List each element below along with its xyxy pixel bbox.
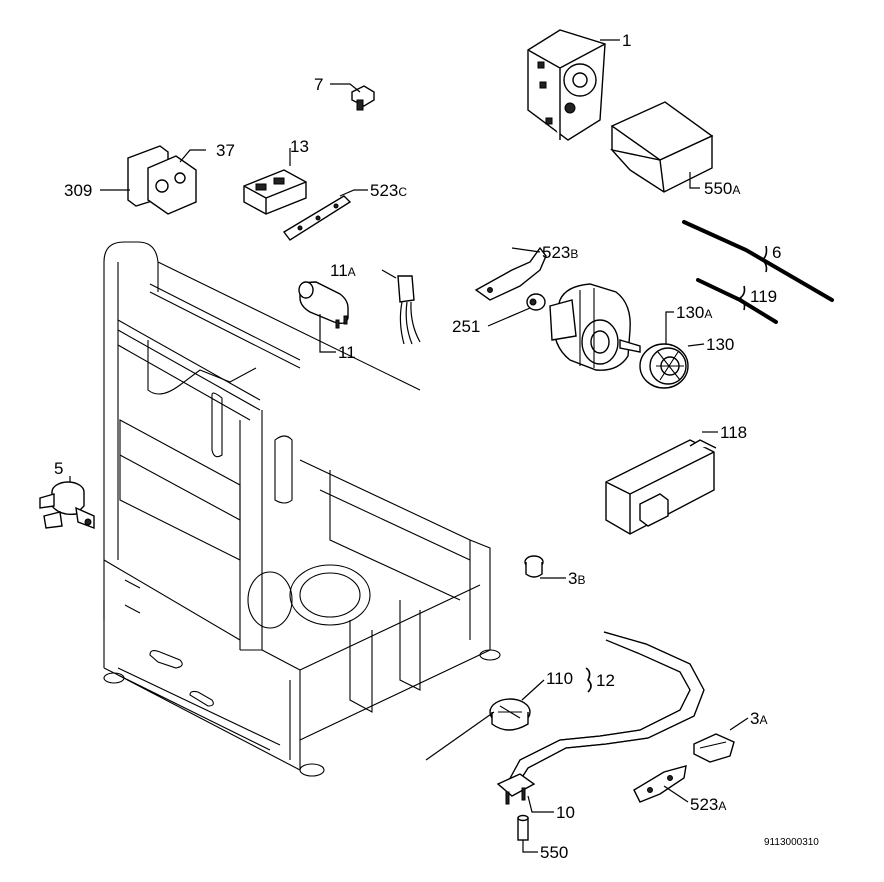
callout-37: 37 bbox=[216, 141, 235, 160]
callout-309: 309 bbox=[64, 181, 92, 200]
callout-523c: 523C bbox=[370, 181, 407, 200]
callout-3b: 3B bbox=[568, 569, 585, 588]
callout-119: 119 bbox=[750, 287, 777, 306]
dishwasher-frame bbox=[103, 241, 501, 777]
part-control-box bbox=[605, 439, 717, 535]
part-bolt bbox=[517, 814, 529, 841]
diagram-code: 9113000310 bbox=[764, 837, 819, 848]
part-bracket-b bbox=[474, 246, 547, 301]
part-thermostat bbox=[425, 698, 531, 761]
part-inlet-valve bbox=[39, 481, 95, 530]
callout-3a: 3A bbox=[750, 709, 767, 728]
callout-251: 251 bbox=[452, 317, 480, 336]
part-door-lock bbox=[127, 145, 197, 215]
callout-10: 10 bbox=[556, 803, 575, 822]
part-clip-a bbox=[693, 733, 735, 763]
callout-7: 7 bbox=[314, 75, 323, 94]
callout-130a: 130A bbox=[676, 303, 712, 322]
part-suppressor bbox=[397, 275, 421, 345]
callout-12: 12 bbox=[596, 671, 615, 690]
callout-11a: 11A bbox=[330, 261, 356, 280]
part-heating-element bbox=[496, 631, 705, 805]
leader-lines bbox=[69, 39, 749, 853]
part-programme-timer bbox=[527, 29, 606, 141]
callout-550: 550 bbox=[540, 843, 568, 862]
assembly-brackets bbox=[585, 220, 834, 693]
callout-11: 11 bbox=[338, 343, 356, 362]
callout-130: 130 bbox=[706, 335, 734, 354]
callout-labels: 1 7 13 37 309 523C 550A 11A 11 523B 6 11… bbox=[54, 31, 819, 862]
callout-1: 1 bbox=[622, 31, 631, 50]
part-sensor-b bbox=[524, 555, 544, 578]
part-clip bbox=[351, 85, 375, 111]
callout-118: 118 bbox=[720, 423, 747, 442]
part-bracket-a bbox=[633, 765, 687, 803]
part-switch-block bbox=[243, 169, 307, 215]
callout-550a: 550A bbox=[704, 179, 740, 198]
part-bracket-c bbox=[282, 195, 352, 241]
callout-110: 110 bbox=[546, 669, 573, 688]
part-timer-cover bbox=[610, 101, 714, 193]
part-capacitor bbox=[298, 281, 349, 329]
part-impeller bbox=[639, 343, 689, 389]
callout-523a: 523A bbox=[690, 795, 726, 814]
part-cap bbox=[526, 293, 546, 311]
callout-13: 13 bbox=[290, 137, 309, 156]
callout-523b: 523B bbox=[542, 243, 578, 262]
part-pump-motor bbox=[549, 283, 641, 371]
callout-5: 5 bbox=[54, 459, 63, 478]
callout-6: 6 bbox=[772, 243, 781, 262]
